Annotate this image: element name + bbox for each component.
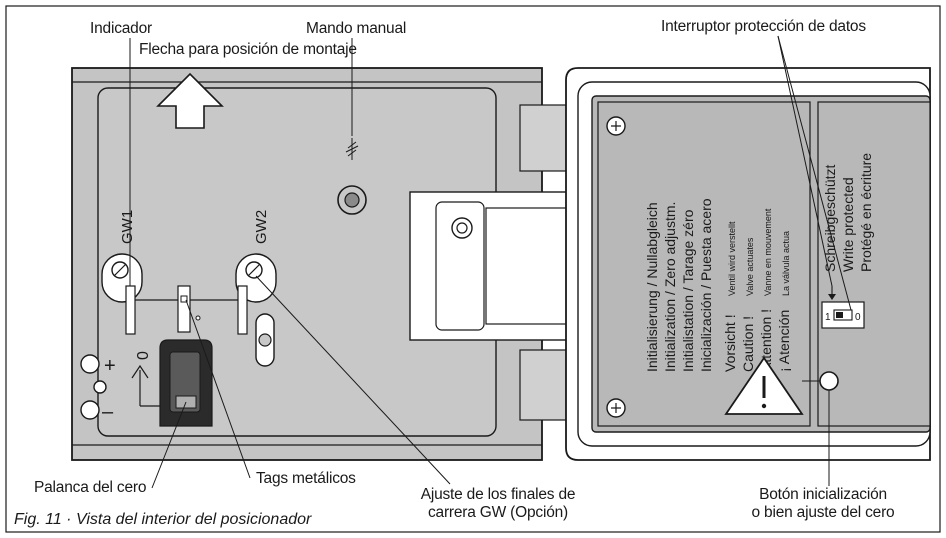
warn-small-4: La válvula actua <box>781 231 791 296</box>
hinge-screw <box>451 217 473 239</box>
label-boton: Botón inicialización o bien ajuste del c… <box>728 486 918 522</box>
manual-control <box>337 138 367 215</box>
init-button <box>819 371 839 391</box>
gw1-limit-switch <box>101 253 143 335</box>
label-ajuste-line2: carrera GW (Opción) <box>427 504 569 521</box>
plus-button <box>80 354 100 374</box>
protect-line-1: Schreibgeschützt <box>822 164 838 272</box>
warn-small-2: Valve actuates <box>745 237 755 296</box>
mounting-arrow <box>156 72 224 129</box>
leader-interruptor-1 <box>777 35 852 311</box>
init-line-3: Initialistation / Tarage zéro <box>680 209 696 372</box>
zero-lever <box>159 339 213 427</box>
protect-plate <box>817 101 931 427</box>
minus-button <box>80 400 100 420</box>
warn-line-2: Caution ! <box>740 316 756 372</box>
init-line-2: Initialization / Zero adjustm. <box>662 202 678 372</box>
warn-small-block: Ventil wird verstellt Valve actuates Van… <box>727 208 791 296</box>
zero-label: 0 <box>135 351 152 360</box>
switch-label-0: 0 <box>855 312 861 323</box>
label-ajuste: Ajuste de los finales de carrera GW (Opc… <box>408 486 588 522</box>
minus-sign: – <box>102 401 114 423</box>
switch-label-1: 1 <box>825 312 831 323</box>
protect-text-block: Schreibgeschützt Write protected Protégé… <box>822 153 874 272</box>
warn-small-1: Ventil wird verstellt <box>727 221 737 296</box>
warn-text-block: Vorsicht ! Caution ! Attention ! ¡ Atenc… <box>722 309 792 372</box>
init-line-1: Initialisierung / Nullabgleich <box>644 202 660 372</box>
leader-lines <box>129 35 852 489</box>
label-interruptor: Interruptor protección de datos <box>661 18 866 35</box>
label-palanca: Palanca del cero <box>34 479 147 496</box>
protect-line-2: Write protected <box>840 177 856 272</box>
leader-interruptor-2 <box>777 35 833 287</box>
label-mando: Mando manual <box>306 20 407 37</box>
init-line-4: Inicialización / Puesta acero <box>698 198 714 372</box>
label-flecha: Flecha para posición de montaje <box>139 41 357 58</box>
warning-triangle-icon <box>724 356 804 415</box>
leader-ajuste <box>255 275 451 485</box>
leader-palanca <box>151 401 187 489</box>
protect-line-3: Protégé en écriture <box>858 153 874 272</box>
gw1-label: GW1 <box>119 210 136 244</box>
adjust-buttons: + – <box>80 354 116 423</box>
label-plate <box>597 101 811 427</box>
plus-sign: + <box>104 355 116 377</box>
label-tags: Tags metálicos <box>256 470 356 487</box>
warn-line-4: ¡ Atención <box>776 310 792 372</box>
lid-housing <box>565 67 931 461</box>
label-ajuste-line1: Ajuste de los finales de <box>420 486 576 503</box>
label-boton-line2: o bien ajuste del cero <box>751 504 895 521</box>
init-text-block: Initialisierung / Nullabgleich Initializ… <box>644 198 714 372</box>
figure-caption: Fig. 11 · Vista del interior del posicio… <box>14 511 312 528</box>
warn-small-3: Vanne en mouvement <box>763 208 773 296</box>
metal-tag <box>177 285 191 333</box>
warn-line-3: Attention ! <box>758 309 774 372</box>
data-protection-switch: 1 0 <box>821 286 865 329</box>
leader-tags <box>185 299 251 479</box>
warn-line-1: Vorsicht ! <box>722 314 738 372</box>
label-indicador: Indicador <box>90 20 152 37</box>
gw2-limit-switch <box>235 253 277 335</box>
label-boton-line1: Botón inicialización <box>759 486 887 503</box>
gw2-label: GW2 <box>253 210 270 244</box>
